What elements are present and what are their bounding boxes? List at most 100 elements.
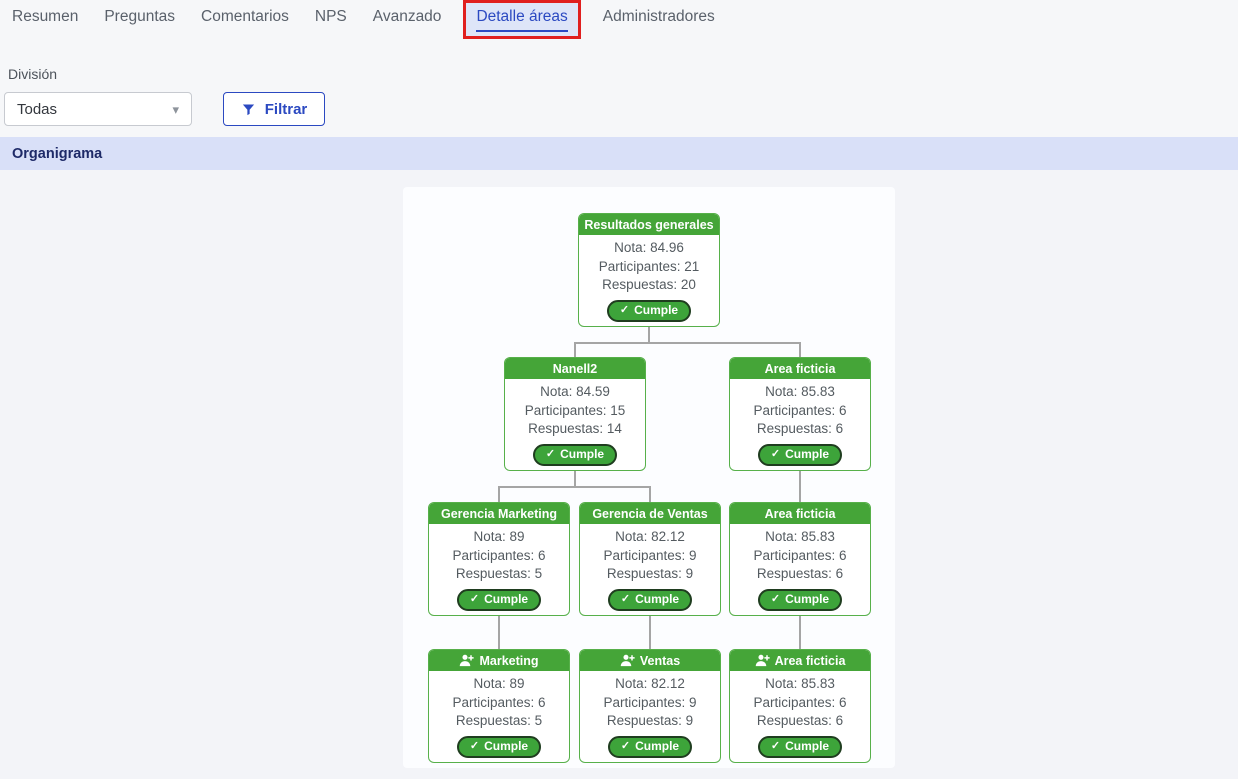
org-node-header: Nanell2	[505, 358, 645, 379]
person-add-icon	[459, 654, 475, 667]
division-select-value: Todas	[17, 100, 58, 118]
org-node-nota: Nota: 82.12	[615, 676, 685, 691]
status-badge-label: Cumple	[635, 591, 680, 606]
filter-icon	[241, 102, 256, 117]
org-node-title: Area ficticia	[764, 361, 836, 376]
check-icon: ✓	[770, 740, 781, 753]
org-node-participantes: Participantes: 9	[603, 694, 697, 710]
org-node-respuestas: Respuestas: 5	[455, 566, 543, 581]
org-node-nanell2: Nanell2 Nota: 84.59 Participantes: 15 Re…	[504, 357, 646, 471]
org-node-participantes: Participantes: 6	[753, 694, 847, 710]
status-badge-label: Cumple	[785, 591, 830, 606]
org-node-header: Marketing	[429, 650, 569, 671]
status-badge: ✓ Cumple	[757, 735, 843, 758]
org-node-marketing: Marketing Nota: 89 Participantes: 6 Resp…	[428, 649, 570, 763]
org-node-title: Gerencia Marketing	[440, 506, 557, 521]
organigrama-section-header: Organigrama	[0, 137, 1238, 170]
status-badge-label: Cumple	[785, 738, 830, 753]
status-badge: ✓ Cumple	[757, 588, 843, 611]
org-node-gerencia-marketing: Gerencia Marketing Nota: 89 Participante…	[428, 502, 570, 616]
org-node-participantes: Participantes: 6	[452, 547, 546, 563]
connector-line	[648, 327, 650, 343]
check-icon: ✓	[545, 448, 556, 461]
org-chart-card: Resultados generales Nota: 84.96 Partici…	[403, 187, 895, 768]
check-icon: ✓	[770, 593, 781, 606]
status-badge-label: Cumple	[484, 738, 529, 753]
org-node-gerencia-de-ventas: Gerencia de Ventas Nota: 82.12 Participa…	[579, 502, 721, 616]
org-node-nota: Nota: 85.83	[765, 529, 835, 544]
tab-comentarios[interactable]: Comentarios	[201, 8, 289, 25]
check-icon: ✓	[619, 304, 630, 317]
connector-line	[498, 487, 500, 502]
org-node-title: Resultados generales	[584, 217, 714, 232]
status-badge-label: Cumple	[560, 446, 605, 461]
org-node-participantes: Participantes: 15	[524, 402, 626, 418]
org-node-nota: Nota: 82.12	[615, 529, 685, 544]
tab-resumen[interactable]: Resumen	[12, 8, 79, 25]
tab-detalle-areas[interactable]: Detalle áreas	[476, 8, 568, 32]
connector-line	[799, 471, 801, 502]
status-badge: ✓ Cumple	[456, 735, 542, 758]
org-node-ventas: Ventas Nota: 82.12 Participantes: 9 Resp…	[579, 649, 721, 763]
connector-line	[799, 343, 801, 357]
tab-bar: Resumen Preguntas Comentarios NPS Avanza…	[0, 0, 1238, 46]
org-node-respuestas: Respuestas: 14	[528, 421, 622, 436]
status-badge: ✓ Cumple	[532, 443, 618, 466]
tab-preguntas[interactable]: Preguntas	[104, 8, 176, 25]
org-node-nota: Nota: 89	[473, 676, 525, 691]
status-badge: ✓ Cumple	[607, 588, 693, 611]
org-node-participantes: Participantes: 6	[753, 547, 847, 563]
org-node-participantes: Participantes: 21	[598, 258, 700, 274]
org-node-nota: Nota: 84.96	[614, 240, 684, 255]
org-node-area-ficticia: Area ficticia Nota: 85.83 Participantes:…	[729, 649, 871, 763]
annotation-red-box: Detalle áreas	[463, 0, 581, 39]
check-icon: ✓	[770, 448, 781, 461]
org-node-respuestas: Respuestas: 9	[606, 566, 694, 581]
org-node-nota: Nota: 84.59	[540, 384, 610, 399]
division-select[interactable]: Todas ▾	[4, 92, 192, 126]
status-badge-label: Cumple	[634, 302, 679, 317]
connector-line	[498, 616, 500, 649]
org-node-nota: Nota: 89	[473, 529, 525, 544]
check-icon: ✓	[469, 593, 480, 606]
tab-avanzado[interactable]: Avanzado	[372, 8, 442, 25]
org-node-resultados-generales: Resultados generales Nota: 84.96 Partici…	[578, 213, 720, 327]
connector-line	[574, 471, 576, 487]
org-node-header: Gerencia Marketing	[429, 503, 569, 524]
status-badge: ✓ Cumple	[606, 299, 692, 322]
status-badge: ✓ Cumple	[757, 443, 843, 466]
org-node-respuestas: Respuestas: 6	[756, 566, 844, 581]
org-node-participantes: Participantes: 9	[603, 547, 697, 563]
org-node-title: Ventas	[639, 653, 681, 668]
org-node-respuestas: Respuestas: 20	[602, 277, 696, 292]
caret-down-icon: ▾	[172, 101, 179, 117]
org-node-header: Resultados generales	[579, 214, 719, 235]
org-node-header: Area ficticia	[730, 503, 870, 524]
tab-administradores[interactable]: Administradores	[602, 8, 715, 25]
filtrar-button[interactable]: Filtrar	[223, 92, 325, 126]
organigrama-section-title: Organigrama	[12, 145, 103, 162]
org-node-nota: Nota: 85.83	[765, 384, 835, 399]
check-icon: ✓	[620, 740, 631, 753]
org-node-nota: Nota: 85.83	[765, 676, 835, 691]
org-node-title: Nanell2	[552, 361, 598, 376]
tab-nps[interactable]: NPS	[314, 8, 347, 25]
org-node-respuestas: Respuestas: 6	[756, 713, 844, 728]
status-badge-label: Cumple	[635, 738, 680, 753]
connector-line	[649, 487, 651, 502]
status-badge-label: Cumple	[785, 446, 830, 461]
org-node-area-ficticia: Area ficticia Nota: 85.83 Participantes:…	[729, 357, 871, 471]
person-add-icon	[620, 654, 635, 667]
org-node-participantes: Participantes: 6	[753, 402, 847, 418]
check-icon: ✓	[620, 593, 631, 606]
connector-line	[498, 486, 651, 488]
filtrar-button-label: Filtrar	[264, 100, 308, 118]
check-icon: ✓	[469, 740, 480, 753]
org-node-title: Area ficticia	[774, 653, 846, 668]
connector-line	[649, 616, 651, 649]
org-node-participantes: Participantes: 6	[452, 694, 546, 710]
status-badge: ✓ Cumple	[607, 735, 693, 758]
division-label: División	[8, 66, 58, 82]
status-badge-label: Cumple	[484, 591, 529, 606]
org-node-respuestas: Respuestas: 9	[606, 713, 694, 728]
